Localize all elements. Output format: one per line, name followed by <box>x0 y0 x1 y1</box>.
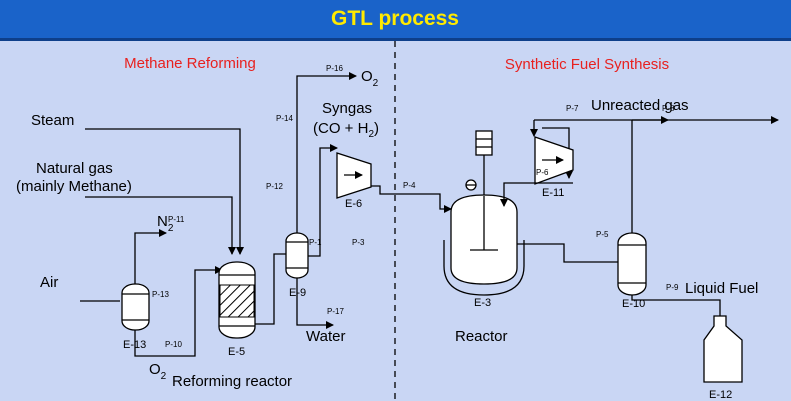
stream-syngas <box>308 144 338 257</box>
label-n2: N2 <box>157 213 174 234</box>
label-natural-gas: Natural gas <box>36 160 113 177</box>
stream-p4 <box>371 185 452 213</box>
stream-natural-gas <box>85 196 236 255</box>
label-syngas-composition: (CO + H2) <box>313 120 379 140</box>
label-reactor: Reactor <box>455 328 508 345</box>
label-steam: Steam <box>31 112 74 129</box>
stream-tag-p6: P-6 <box>536 168 549 177</box>
label-e5: E-5 <box>228 346 245 358</box>
agitator-motor <box>475 130 493 156</box>
separator-e10 <box>617 232 647 296</box>
title-bar-underline <box>0 38 791 41</box>
stream-steam <box>85 128 244 255</box>
separator-e9 <box>285 232 309 279</box>
tank-e12 <box>703 315 743 383</box>
stream-tag-p7: P-7 <box>566 104 579 113</box>
title-bar <box>0 0 791 38</box>
stream-o2-feed <box>134 266 223 357</box>
stream-tag-p17: P-17 <box>327 307 344 316</box>
section-title-fuel-synthesis: Synthetic Fuel Synthesis <box>505 56 669 73</box>
stream-tag-p13: P-13 <box>152 290 169 299</box>
stream-tag-p11: P-11 <box>168 215 185 224</box>
stream-water <box>296 278 334 329</box>
section-title-methane-reforming: Methane Reforming <box>124 55 256 72</box>
stream-tag-p14: P-14 <box>276 114 293 123</box>
catalyst-bed <box>219 284 255 318</box>
stream-p1 <box>255 253 286 325</box>
label-air: Air <box>40 274 58 291</box>
stream-tag-p4: P-4 <box>403 181 416 190</box>
label-e11: E-11 <box>542 187 564 199</box>
stream-tag-p5: P-5 <box>596 230 609 239</box>
label-natural-gas-desc: (mainly Methane) <box>16 178 132 195</box>
label-o2-bottom: O2 <box>149 361 167 382</box>
label-e10: E-10 <box>622 298 645 310</box>
stream-tag-p10: P-10 <box>165 340 182 349</box>
stream-recycle-return <box>500 182 573 207</box>
label-e6: E-6 <box>345 198 362 210</box>
page-title: GTL process <box>331 7 459 30</box>
stream-tag-p1: P-1 <box>309 238 322 247</box>
label-o2-top: O2 <box>361 68 379 89</box>
vessel-e13 <box>121 283 150 331</box>
stream-tag-p16: P-16 <box>326 64 343 73</box>
label-unreacted-gas: Unreacted gas <box>591 97 689 114</box>
stream-tag-p8: P-8 <box>662 104 675 113</box>
stream-n2 <box>134 229 167 284</box>
stream-tag-p3: P-3 <box>352 238 365 247</box>
stream-liquid-fuel <box>631 295 721 316</box>
stream-tag-p12: P-12 <box>266 182 283 191</box>
label-water: Water <box>306 328 345 345</box>
label-e3: E-3 <box>474 297 491 309</box>
label-syngas: Syngas <box>322 100 372 117</box>
stream-p5 <box>517 243 618 263</box>
label-liquid-fuel: Liquid Fuel <box>685 280 758 297</box>
reactor-jacket <box>443 240 525 296</box>
stream-tag-p9: P-9 <box>666 283 679 292</box>
stream-o2-top <box>296 72 357 233</box>
label-e12: E-12 <box>709 389 732 401</box>
label-reforming-reactor: Reforming reactor <box>172 373 292 390</box>
